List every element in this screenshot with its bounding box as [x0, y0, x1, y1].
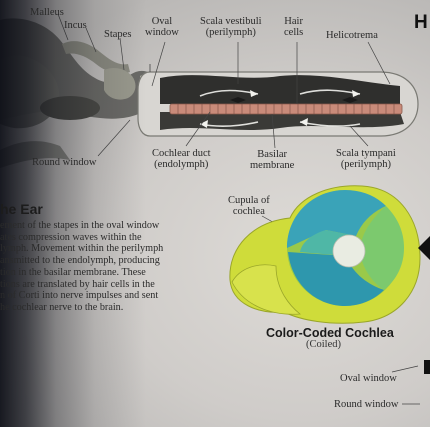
label-round-window-bottom: Round window — [334, 399, 398, 410]
cochlea-caption-title: Color-Coded Cochlea — [266, 326, 394, 340]
body-line: tion in the basilar membrane. These — [0, 267, 210, 279]
section-title: he Ear — [0, 201, 43, 217]
middle-ear-ossicles — [0, 18, 161, 168]
label-stapes: Stapes — [104, 29, 131, 40]
label-scala-vestibuli: Scala vestibuli(perilymph) — [200, 16, 262, 38]
body-line: ement of the stapes in the oval window — [0, 220, 210, 232]
body-line: ansmitted to the endolymph, producing — [0, 255, 210, 267]
body-line: ates compression waves within the — [0, 232, 210, 244]
label-malleus: Malleus — [30, 7, 64, 18]
page-title-initial: H — [414, 12, 428, 34]
body-line: tions are translated by hair cells in th… — [0, 279, 210, 291]
body-line: n of Corti into nerve impulses and sent — [0, 290, 210, 302]
body-line: lymph. Movement within the perilymph — [0, 243, 210, 255]
body-line: he cochlear nerve to the brain. — [0, 302, 210, 314]
cochlea-caption-subtitle: (Coiled) — [306, 339, 341, 350]
label-oval-window-bottom: Oval window — [340, 373, 397, 384]
label-incus: Incus — [64, 20, 87, 31]
uncoiled-cochlea — [138, 64, 418, 136]
label-cochlear-duct: Cochlear duct(endolymph) — [152, 148, 211, 170]
label-helicotrema: Helicotrema — [326, 30, 378, 41]
label-round-window: Round window — [32, 157, 96, 168]
label-scala-tympani: Scala tympani(perilymph) — [336, 148, 396, 170]
section-body: ement of the stapes in the oval window a… — [0, 220, 210, 314]
